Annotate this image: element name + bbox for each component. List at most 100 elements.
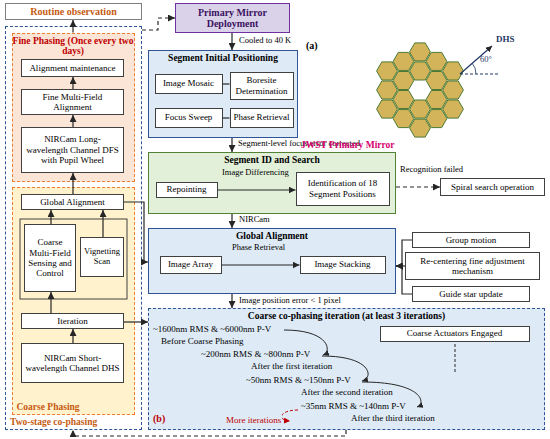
connector — [396, 265, 405, 266]
process-box: Primary Mirror Deployment — [175, 3, 290, 33]
process-box: Group motion — [412, 232, 530, 248]
mirror-segment — [443, 62, 464, 80]
connector — [72, 20, 73, 33]
process-box: Re-centering fine adjustment mechanism — [405, 252, 540, 280]
node-label: Global Alignment — [40, 197, 105, 207]
node-label: Coarse Phasing — [17, 402, 80, 413]
mirror-segment — [443, 100, 464, 118]
node-label: Group motion — [446, 235, 497, 245]
node-label: NIRCam Short-wavelength Channel DHS — [24, 353, 121, 374]
connector — [124, 202, 148, 262]
node-label: Image Stacking — [314, 259, 370, 269]
mirror-segment — [426, 72, 447, 90]
group-box: Two-stage co-phasingFine Phasing (Once e… — [5, 26, 142, 430]
mirror-segment — [410, 100, 431, 118]
callout-label: ~200nm RMS & ~800nm P-V — [200, 349, 311, 359]
edge-label: Cooled to 40 K — [238, 36, 292, 46]
node-label: Boresite Determination — [233, 75, 291, 96]
node-label: Primary Mirror Deployment — [178, 7, 287, 30]
connector — [231, 294, 232, 308]
callout-label: More iterations — [225, 415, 282, 425]
edge-label: Phase Retrieval — [231, 243, 286, 253]
more-iterations-arrow — [282, 410, 298, 421]
node-label: Global Alignment — [149, 231, 395, 242]
process-box: Spiral search operation — [440, 178, 545, 196]
connector — [72, 115, 73, 127]
callout-label: DHS — [495, 34, 516, 44]
mirror-segment — [426, 110, 447, 128]
process-box: Iteration — [21, 313, 124, 329]
connector — [102, 210, 103, 237]
callout-label: JWST Primary Mirror — [300, 140, 396, 151]
connector — [396, 240, 412, 266]
mirror-segment — [393, 72, 414, 90]
connector — [396, 186, 440, 187]
node-label: Vignetting Scan — [83, 247, 121, 267]
node-label: Focus Sweep — [165, 112, 213, 122]
connector — [218, 189, 296, 190]
node-label: Alignment maintenance — [29, 63, 115, 73]
mirror-segment — [426, 91, 447, 109]
connector — [124, 321, 148, 322]
connector — [223, 83, 230, 84]
connector — [50, 210, 51, 224]
process-box: Phase Retrieval — [230, 108, 294, 128]
connector — [72, 77, 73, 89]
node-label: Segment Initial Positioning — [149, 53, 297, 64]
process-box: Alignment maintenance — [21, 59, 124, 77]
group-box: Segment Initial PositioningImage Mosaic B… — [148, 50, 298, 138]
callout-label: Before Coarse Phasing — [160, 336, 244, 346]
node-label: Identification of 18 Segment Positions — [299, 178, 387, 199]
dhs-direction — [460, 46, 492, 74]
connector — [72, 329, 73, 343]
node-label: Re-centering fine adjustment mechanism — [408, 256, 537, 277]
reference-line — [460, 74, 500, 75]
process-box: Identification of 18 Segment Positions — [296, 172, 390, 206]
connector — [231, 138, 232, 152]
callout-label: After the second iteration — [300, 387, 394, 397]
callout-label: ~50nm RMS & ~150nm P-V — [245, 375, 352, 385]
process-box: Routine observation — [5, 3, 142, 20]
node-label: Segment ID and Search — [149, 155, 395, 166]
mirror-segment — [410, 119, 431, 137]
process-box: Repointing — [156, 182, 218, 198]
leader-line — [455, 344, 456, 372]
edge-label: Recognition failed — [399, 165, 464, 175]
node-label: NIRCam Long-wavelength Channel DFS with … — [24, 134, 121, 165]
connector — [223, 117, 230, 118]
connector — [222, 264, 300, 265]
node-label: Phase Retrieval — [233, 112, 289, 122]
edge-label: Image position error < 1 pixel — [238, 296, 342, 306]
process-box: NIRCam Short-wavelength Channel DHS — [21, 343, 124, 383]
callout-label: ~1600nm RMS & ~6000nm P-V — [152, 324, 272, 334]
callout-label: 60° — [479, 55, 493, 65]
node-label: Routine observation — [30, 6, 116, 18]
mirror-segment — [426, 52, 447, 70]
callout-label: ~35nm RMS & ~140nm P-V — [300, 401, 407, 411]
node-label: Coarse Actuators Engaged — [407, 328, 502, 338]
process-box: Coarse Multi-Field Sensing and Control — [24, 224, 76, 292]
process-box: Image Array — [160, 256, 222, 274]
process-box: Fine Multi-Field Alignment — [21, 89, 124, 115]
node-label: Guide star update — [439, 289, 502, 299]
mirror-segment — [377, 62, 398, 80]
edge-label: NIRCam — [238, 215, 271, 225]
edge-label: Image Differencing — [221, 168, 290, 178]
process-box: Boresite Determination — [230, 72, 294, 100]
node-label: Image Mosaic — [163, 78, 214, 88]
group-box: Coarse Phasing Global AlignmentCoarse Mul… — [12, 187, 135, 415]
process-box: NIRCam Long-wavelength Channel DFS with … — [21, 127, 124, 173]
sensing-group-frame — [20, 219, 127, 299]
node-label: Iteration — [57, 316, 88, 326]
callout-label: After the first iteration — [250, 361, 333, 371]
process-box: Global Alignment — [21, 194, 124, 210]
connector — [72, 173, 73, 194]
node-label: Fine Multi-Field Alignment — [24, 92, 121, 113]
node-label: Image Array — [168, 259, 213, 269]
mirror-segment — [377, 81, 398, 99]
connector — [73, 430, 346, 436]
node-label: Two-stage co-phasing — [10, 417, 97, 428]
process-box: Vignetting Scan — [80, 237, 124, 277]
group-box: Segment ID and SearchRepointing Identific… — [148, 152, 396, 214]
